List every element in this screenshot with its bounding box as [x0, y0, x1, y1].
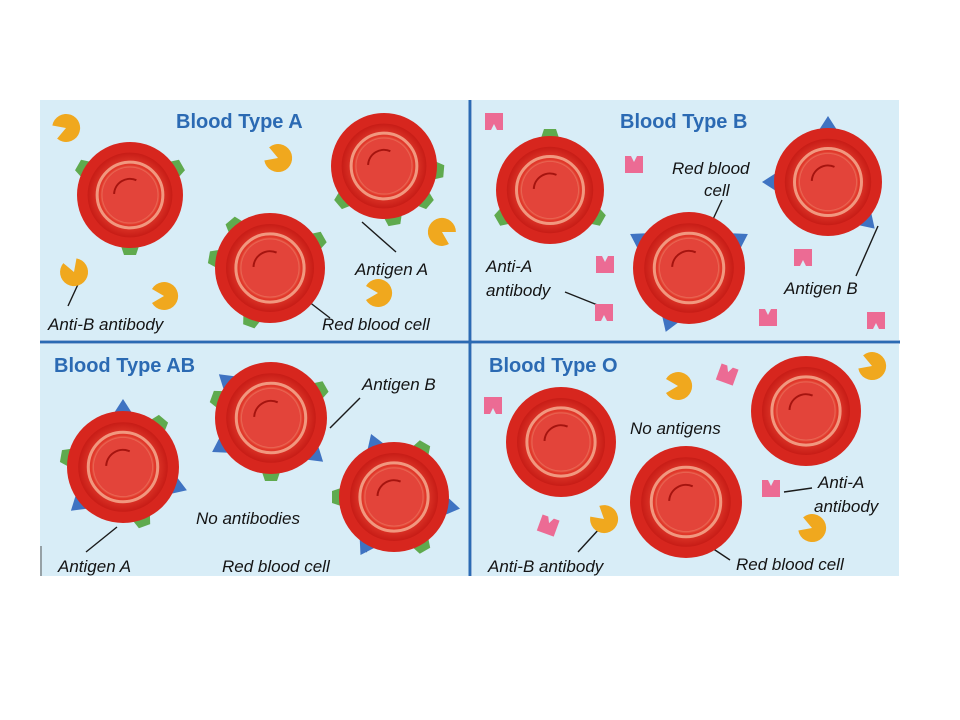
label-no-antigens: No antigens	[630, 419, 721, 438]
label-red-blood-cell: Red blood cell	[736, 555, 845, 574]
title-blood-type-ab: Blood Type AB	[54, 355, 195, 377]
red-blood-cell	[506, 387, 616, 497]
anti-a-antibody-icon	[596, 256, 614, 273]
label-anti-a-antibody: Anti-A	[817, 473, 864, 492]
antigen-a-icon	[262, 472, 280, 481]
anti-a-antibody-icon	[762, 480, 780, 497]
antigen-b-icon	[662, 315, 679, 332]
antigen-a-icon	[225, 216, 243, 234]
anti-b-antibody-icon	[590, 505, 619, 534]
label-red-blood-cell: cell	[704, 181, 731, 200]
anti-b-antibody-icon	[52, 114, 81, 142]
label-anti-a-antibody: Anti-A	[485, 257, 532, 276]
antigen-b-icon	[819, 116, 837, 130]
anti-b-antibody-icon	[427, 217, 456, 246]
anti-b-antibody-icon	[666, 372, 693, 400]
antigen-a-icon	[494, 208, 510, 226]
anti-b-antibody-icon	[858, 352, 887, 380]
antigen-b-icon	[170, 477, 187, 494]
red-blood-cell	[494, 129, 606, 244]
antigen-a-icon	[412, 440, 431, 456]
antigen-a-icon	[311, 231, 327, 250]
antigen-a-icon	[75, 159, 91, 178]
label-anti-b-antibody: Anti-B antibody	[47, 315, 165, 334]
label-antigen-b: Antigen B	[783, 279, 858, 298]
antigen-b-icon	[70, 494, 88, 511]
antigen-a-icon	[169, 159, 185, 178]
red-blood-cell	[751, 356, 861, 466]
antigen-b-icon	[762, 173, 776, 191]
anti-a-antibody-icon	[867, 312, 885, 329]
label-no-antibodies: No antibodies	[196, 509, 300, 528]
red-blood-cell	[75, 142, 185, 255]
red-blood-cell	[59, 399, 187, 529]
anti-a-antibody-icon	[485, 113, 503, 130]
anti-a-antibody-icon	[794, 249, 812, 266]
antigen-b-icon	[218, 374, 236, 391]
anti-b-antibody-icon	[366, 279, 393, 307]
label-red-blood-cell: Red blood cell	[322, 315, 431, 334]
red-blood-cell	[331, 113, 445, 227]
label-anti-a-antibody: antibody	[814, 497, 880, 516]
red-blood-cell	[630, 212, 748, 332]
title-blood-type-b: Blood Type B	[620, 111, 747, 133]
antigen-b-icon	[858, 212, 875, 229]
label-anti-a-antibody: antibody	[486, 281, 552, 300]
antigen-b-icon	[367, 434, 385, 451]
cells-layer	[59, 113, 882, 558]
anti-a-antibody-icon	[715, 363, 739, 386]
anti-a-antibody-icon	[484, 397, 502, 414]
anti-a-antibody-icon	[625, 156, 643, 173]
antigen-b-icon	[114, 399, 132, 413]
red-blood-cell	[207, 213, 327, 329]
antigen-a-icon	[121, 246, 139, 255]
anti-a-antibody-icon	[536, 514, 560, 537]
antigen-b-icon	[306, 445, 324, 462]
anti-b-antibody-icon	[264, 144, 293, 172]
red-blood-cell	[762, 116, 882, 236]
red-blood-cell	[332, 434, 460, 556]
antigen-a-icon	[412, 538, 431, 554]
anti-a-antibody-icon	[595, 304, 613, 321]
label-antigen-b: Antigen B	[361, 375, 436, 394]
antigen-a-icon	[417, 191, 434, 210]
title-blood-type-o: Blood Type O	[489, 355, 618, 377]
anti-b-antibody-icon	[152, 282, 179, 310]
antigen-a-icon	[313, 381, 329, 399]
red-blood-cell	[209, 362, 329, 481]
label-antigen-a: Antigen A	[354, 260, 428, 279]
antigen-a-icon	[541, 129, 559, 138]
anti-b-antibody-icon	[798, 514, 827, 542]
label-red-blood-cell: Red blood	[672, 159, 750, 178]
label-antigen-a: Antigen A	[57, 557, 131, 576]
title-blood-type-a: Blood Type A	[176, 111, 303, 133]
antigen-a-icon	[590, 208, 606, 226]
antigen-a-icon	[150, 414, 169, 432]
molecules-layer	[52, 113, 887, 542]
label-red-blood-cell: Red blood cell	[222, 557, 331, 576]
red-blood-cell	[630, 446, 742, 558]
antigen-a-icon	[332, 488, 341, 506]
anti-a-antibody-icon	[759, 309, 777, 326]
label-anti-b-antibody: Anti-B antibody	[487, 557, 605, 576]
anti-b-antibody-icon	[60, 258, 88, 287]
antigen-a-icon	[334, 191, 351, 210]
